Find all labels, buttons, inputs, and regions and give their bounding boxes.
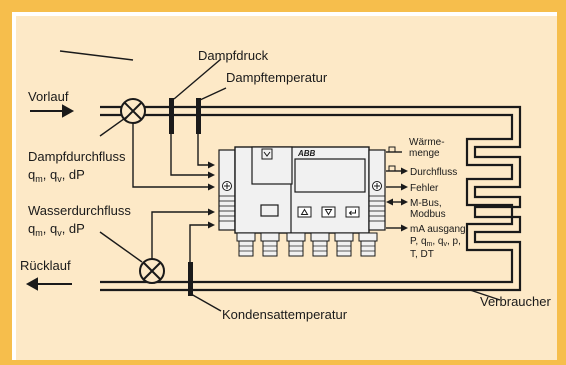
flow-sensor-top [120, 98, 146, 124]
label-ruecklauf: Rücklauf [20, 258, 71, 273]
supply-pipe-inner [100, 113, 514, 284]
wasser-sep: , q [43, 221, 57, 236]
label-ma-line2: T, DT [410, 249, 434, 260]
wasser-q: q [28, 221, 35, 236]
cable-glands [236, 232, 378, 257]
condensate-probe [188, 262, 193, 296]
dampf-q: q [28, 167, 35, 182]
button-up [297, 206, 312, 218]
label-wasserdurchfluss: Wasserdurchfluss [28, 203, 131, 218]
label-fehler: Fehler [410, 183, 439, 194]
vorlauf-arrow-head [62, 104, 75, 118]
label-dampfdurchfluss: Dampfdurchfluss [28, 149, 126, 164]
supply-pipe-outer [100, 105, 522, 292]
dampf-sub-v: v [57, 174, 62, 184]
piping [100, 105, 522, 292]
cable-gland-lines [239, 245, 375, 252]
label-mbus: M-Bus, [410, 198, 442, 209]
ma-q2: , q [432, 236, 443, 247]
ruecklauf-arrow-head [25, 277, 38, 291]
output-arrowheads [386, 167, 408, 232]
ma-p: P, q [410, 236, 427, 247]
brand-logo: ABB [297, 149, 316, 158]
ma-sub-v: v [443, 241, 447, 248]
label-modbus: Modbus [410, 209, 446, 220]
device-buttons [297, 206, 360, 218]
signal-lines [59, 50, 501, 312]
device-screws [222, 181, 382, 191]
label-dampf-quantities: qm, qv, dP [28, 167, 85, 184]
temperature-probe [196, 98, 201, 134]
dampf-tail: , dP [62, 167, 85, 182]
wasser-tail: , dP [62, 221, 85, 236]
button-enter [345, 206, 360, 218]
label-durchfluss: Durchfluss [410, 167, 457, 178]
label-dampfdruck: Dampfdruck [198, 48, 269, 63]
ma-sub-m: m [427, 241, 433, 248]
device-display [294, 158, 366, 193]
output-lines [386, 151, 402, 229]
pressure-probe [169, 98, 174, 134]
label-verbraucher: Verbraucher [480, 294, 551, 309]
label-dampftemperatur: Dampftemperatur [226, 70, 328, 85]
label-ma-quantities: P, qm, qv, p, [410, 236, 461, 248]
label-waerme-1: Wärme- [409, 137, 445, 148]
wasser-sub-m: m [35, 228, 43, 238]
label-ma-ausgang: mA ausgang [410, 224, 466, 235]
label-wasser-quantities: qm, qv, dP [28, 221, 85, 238]
flow-arrows [25, 104, 75, 291]
label-waerme-2: menge [409, 148, 440, 159]
device-ribs [219, 195, 385, 222]
pulse-symbols [388, 146, 396, 171]
sensor-probes [169, 98, 201, 296]
flow-sensor-bottom [139, 258, 165, 284]
ma-rest: , p, [447, 236, 461, 247]
label-vorlauf: Vorlauf [28, 89, 69, 104]
wasser-sub-v: v [57, 228, 62, 238]
dampf-sep: , q [43, 167, 57, 182]
heat-meter-device [218, 146, 386, 234]
dampf-sub-m: m [35, 174, 43, 184]
signal-arrowheads [208, 161, 215, 229]
device-label-slot [260, 204, 279, 217]
label-kondensattemperatur: Kondensattemperatur [222, 307, 348, 322]
button-down [321, 206, 336, 218]
